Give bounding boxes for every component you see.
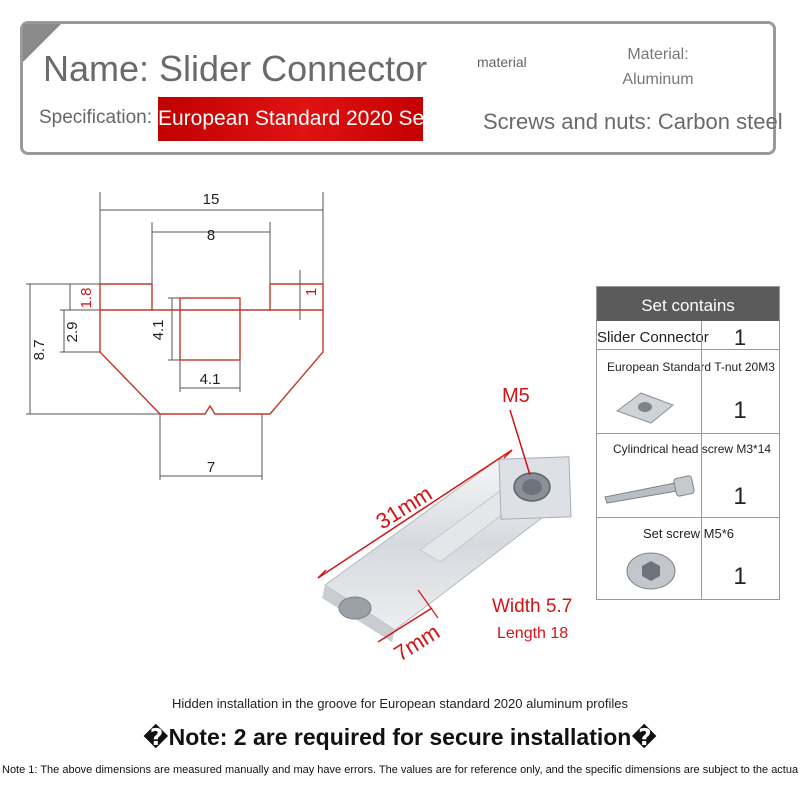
- dim-left-small: 1.8: [78, 288, 95, 309]
- dim-bottom-width: 7: [207, 459, 215, 476]
- screw-icon: [604, 475, 695, 504]
- item-label: Set screw M5*6: [643, 526, 735, 541]
- item-qty: 1: [733, 563, 747, 590]
- m5-pointer: [509, 409, 531, 476]
- dim-side-height: 2.9: [64, 322, 81, 343]
- set-contains-title: Set contains: [597, 287, 779, 321]
- item-qty: 1: [733, 397, 747, 424]
- material-value-line2: Aluminum: [622, 71, 694, 88]
- set-contains-table: Set contains Slider Connector 1 European…: [596, 286, 780, 600]
- corner-decoration: [23, 24, 61, 62]
- thread-label: M5: [502, 385, 530, 407]
- profile-hole: [179, 297, 241, 361]
- disclaimer-note: Note 1: The above dimensions are measure…: [2, 764, 799, 776]
- dim-slot-width: 8: [207, 227, 215, 244]
- material-value-line1: Material:: [627, 46, 689, 63]
- material-value: Material: Aluminum: [603, 42, 713, 92]
- set-screw-icon: [626, 552, 676, 590]
- item-label: Cylindrical head screw M3*14: [613, 442, 772, 456]
- dim-hole-height: 4.1: [150, 320, 167, 341]
- screw-hole-front: [338, 596, 372, 620]
- t-nut-icon: [615, 392, 674, 424]
- length-dim-line: [317, 449, 513, 579]
- header-panel: Name: Slider Connector material Material…: [20, 21, 783, 155]
- dim-top-width: 15: [203, 191, 220, 208]
- item-label: European Standard T-nut 20M3: [607, 360, 775, 374]
- dim-total-height: 8.7: [31, 340, 48, 361]
- specification-value: European Standard 2020 Set: [158, 97, 430, 141]
- material-label: material: [477, 54, 527, 70]
- product-name: Name: Slider Connector: [43, 48, 428, 89]
- small-length-dim-line: [377, 607, 433, 643]
- install-note: Hidden installation in the groove for Eu…: [171, 696, 628, 711]
- dim-right-small: 1: [303, 288, 320, 296]
- profile-outline: [99, 283, 324, 415]
- specification-label: Specification:: [39, 107, 153, 128]
- screws-material: Screws and nuts: Carbon steel: [483, 109, 783, 134]
- m5-hole-inner: [522, 479, 542, 495]
- length-spec-label: Length 18: [497, 625, 568, 642]
- item-qty: 1: [733, 483, 747, 510]
- width-label: Width 5.7: [492, 596, 572, 617]
- item-qty: 1: [733, 325, 747, 350]
- product-illustration: M5 31mm 7mm Width 5.7 Length 18: [317, 385, 572, 660]
- item-label: Slider Connector: [597, 329, 709, 346]
- required-note: �Note: 2 are required for secure install…: [143, 724, 657, 750]
- dim-hole-width: 4.1: [200, 371, 221, 388]
- profile-diagram: 15 8 4.1 7 8.7 2.9 1.8 1 4.1: [26, 191, 324, 480]
